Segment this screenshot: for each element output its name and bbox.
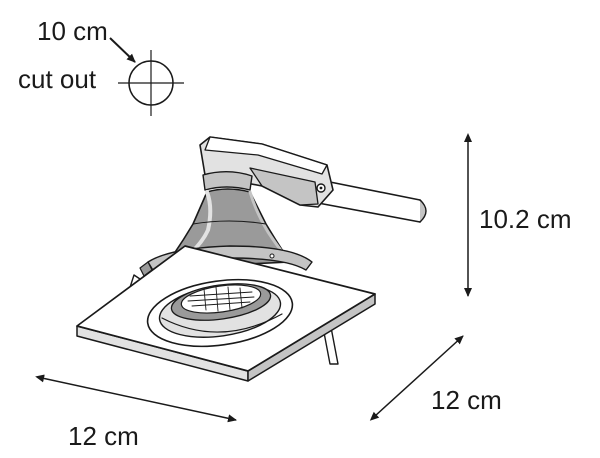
height-label: 10.2 cm	[479, 204, 572, 234]
socket-cap	[202, 171, 253, 191]
lamp-grid	[187, 286, 255, 312]
cutout-pointer-arrow	[109, 37, 136, 63]
width-label: 12 cm	[68, 421, 139, 451]
width-dimension-line	[35, 374, 237, 423]
power-cable	[317, 179, 427, 223]
cutout-symbol	[109, 37, 184, 116]
spotlight-fixture	[76, 136, 427, 382]
cutout-text-label: cut out	[18, 64, 97, 94]
depth-label: 12 cm	[431, 385, 502, 415]
cutout-size-label: 10 cm	[37, 16, 108, 46]
lens-opening	[146, 278, 294, 348]
depth-dimension-line	[369, 335, 464, 421]
